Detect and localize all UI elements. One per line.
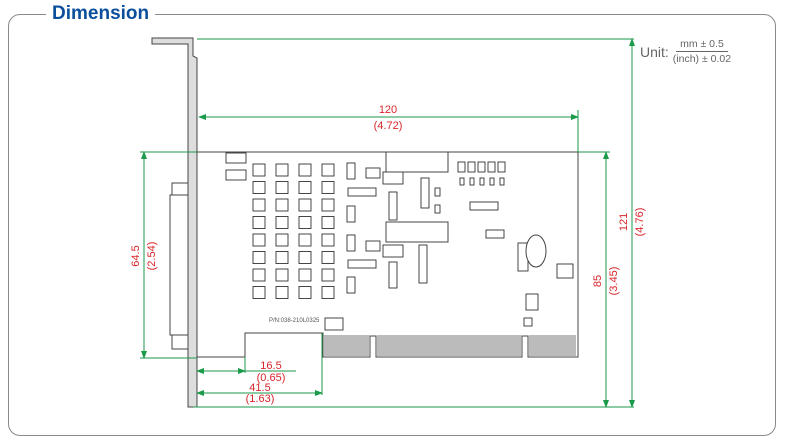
component-footprint [388,191,398,221]
component-footprint [225,169,247,181]
component-footprint [469,177,475,186]
dimension-lines [140,38,635,408]
component-footprint [275,216,289,229]
component-footprint [418,244,428,284]
component-footprint [346,276,356,294]
component-footprint [252,163,266,177]
component-footprint [252,198,266,212]
component-footprint [523,317,533,327]
part-number: P/N:038-210L0325 [269,318,320,324]
width-inch: (4.72) [374,120,403,132]
overall-height-mm: 121 [618,213,630,231]
component-footprint [324,317,344,331]
board-height-inch: (3.45) [608,267,620,296]
component-footprint [275,251,289,264]
unit-label: Unit: [640,43,669,60]
connector-height-inch: (2.54) [146,242,158,271]
component-footprint [275,268,289,282]
component-footprint [346,162,356,180]
component-footprint [365,240,381,252]
component-footprint [252,268,266,282]
component-footprint [275,181,289,194]
pcb-board [196,151,579,358]
component-footprint [298,216,312,229]
offset-large-mm: 41.5 [249,382,270,394]
component-footprint [459,177,465,186]
component-footprint [252,286,266,299]
unit-denominator: (inch) ± 0.02 [672,53,732,65]
component-footprint [497,161,506,173]
component-footprint [321,286,335,299]
offset-small-inch: (0.65) [257,372,286,384]
component-footprint [388,261,398,289]
offset-small-mm: 16.5 [260,360,281,372]
component-footprint [252,216,266,229]
component-footprint [479,177,485,186]
component-footprint [346,205,356,223]
component-footprint [298,198,312,212]
component-footprint [321,216,335,229]
unit-legend: Unit: mm ± 0.5 (inch) ± 0.02 [640,38,731,65]
component-footprint [225,152,247,164]
component-footprint [525,293,539,311]
section-title: Dimension [46,3,156,25]
component-footprint [487,161,496,173]
component-footprint [321,163,335,177]
component-footprint [346,234,356,252]
component-footprint [298,181,312,194]
component-footprint [275,286,289,299]
component-footprint [252,251,266,264]
component-footprint [298,268,312,282]
component-footprint [321,251,335,264]
overall-height-inch: (4.76) [634,208,646,237]
component-footprint [275,233,289,247]
component-footprint [499,177,505,186]
component-footprint [252,233,266,247]
component-footprint [298,233,312,247]
component-footprint [382,244,404,258]
component-footprint [275,163,289,177]
component-footprint [321,233,335,247]
unit-fraction: mm ± 0.5 (inch) ± 0.02 [673,38,731,65]
component-footprint [365,167,381,179]
component-footprint [477,161,486,173]
component-footprint [298,286,312,299]
board-height-mm: 85 [592,275,604,287]
offset-large-inch: (1.63) [246,393,275,405]
component-footprint [252,181,266,194]
component-footprint [298,251,312,264]
component-footprint [321,198,335,212]
connector-height-mm: 64.5 [130,245,142,266]
width-mm: 120 [379,104,397,116]
component-footprint [420,177,430,209]
component-footprint [485,229,505,239]
component-footprint [434,187,441,197]
component-footprint [489,177,495,186]
component-footprint [321,181,335,194]
component-footprint [275,198,289,212]
component-footprint [321,268,335,282]
unit-numerator: mm ± 0.5 [676,38,728,52]
panel-frame [8,14,776,436]
component-footprint [434,204,441,214]
component-footprint [467,161,476,173]
component-footprint [457,161,466,173]
component-footprint [298,163,312,177]
component-footprint [556,263,574,279]
